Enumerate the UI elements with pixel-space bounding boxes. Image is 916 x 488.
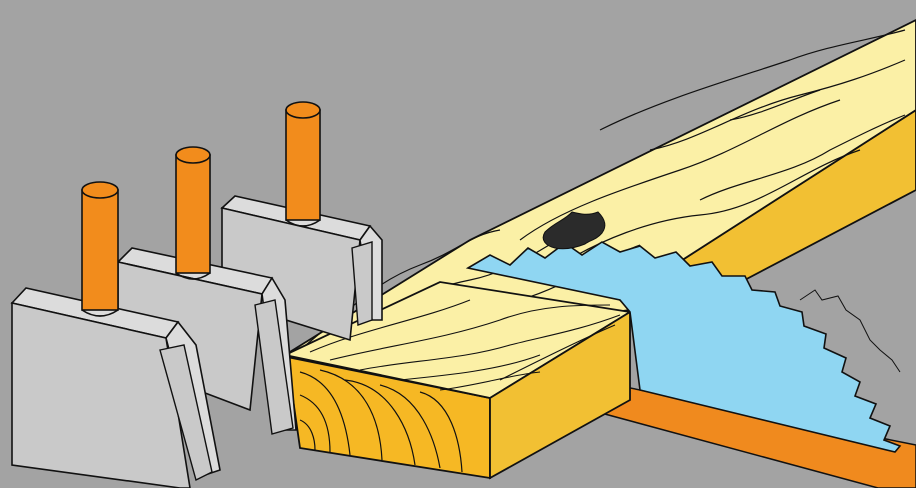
saw-blade <box>465 241 902 453</box>
actuator-1 <box>10 181 221 488</box>
end-grain <box>299 369 463 473</box>
wood-defect <box>542 211 606 250</box>
